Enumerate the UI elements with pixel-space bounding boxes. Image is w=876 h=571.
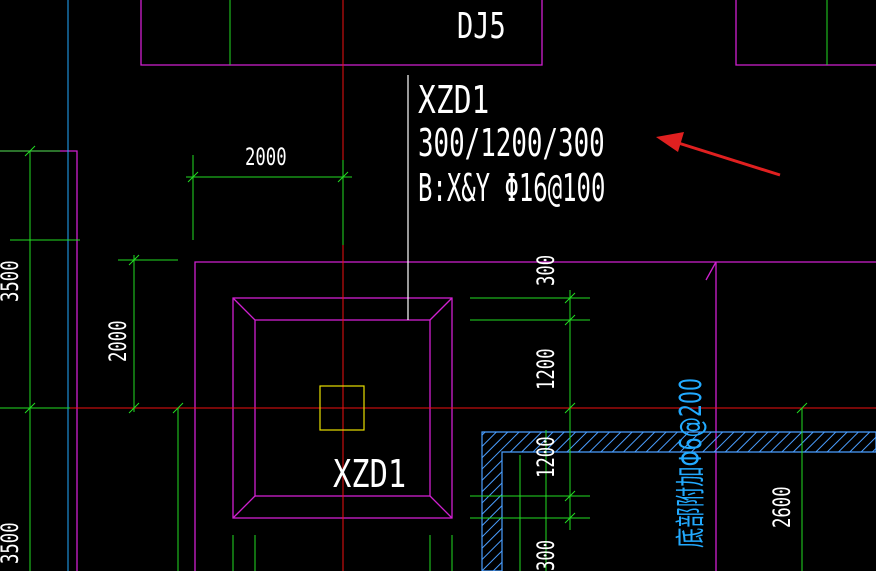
bevel-bl <box>232 495 256 519</box>
green-dimension-lines <box>0 0 828 571</box>
cyan-rebar-note: 底部附加Φ6@200 <box>674 378 709 548</box>
foundation-outline <box>194 261 876 571</box>
bevel-br <box>429 495 453 519</box>
xzd1-callout-dims: 300/1200/300 <box>418 121 605 165</box>
bevel-tr <box>429 297 453 321</box>
top-right-outline <box>735 0 876 66</box>
dim-3500-lower: 3500 <box>0 522 24 564</box>
dim-2000-top: 2000 <box>245 143 287 171</box>
dim-300-bottom: 300 <box>532 539 560 571</box>
dim-2000-left: 2000 <box>104 320 132 362</box>
xzd1-callout-rebar: B:X&Y Φ16@100 <box>418 166 606 210</box>
hatched-wall <box>481 431 876 571</box>
column-square <box>319 385 365 431</box>
xzd1-inner-label: XZD1 <box>333 452 407 496</box>
foundation-diagonal <box>705 261 717 281</box>
xzd1-callout-name: XZD1 <box>418 78 490 122</box>
red-arrow <box>656 132 781 177</box>
dj5-label: DJ5 <box>457 6 506 47</box>
dim-1200-lower: 1200 <box>532 436 560 478</box>
bevel-tl <box>232 297 256 321</box>
dim-3500-upper: 3500 <box>0 260 24 302</box>
dim-300-top: 300 <box>532 254 560 286</box>
dj5-outline <box>140 0 543 66</box>
left-column-outline <box>0 150 78 571</box>
dim-1200-upper: 1200 <box>532 348 560 390</box>
dim-2600: 2600 <box>768 486 796 528</box>
